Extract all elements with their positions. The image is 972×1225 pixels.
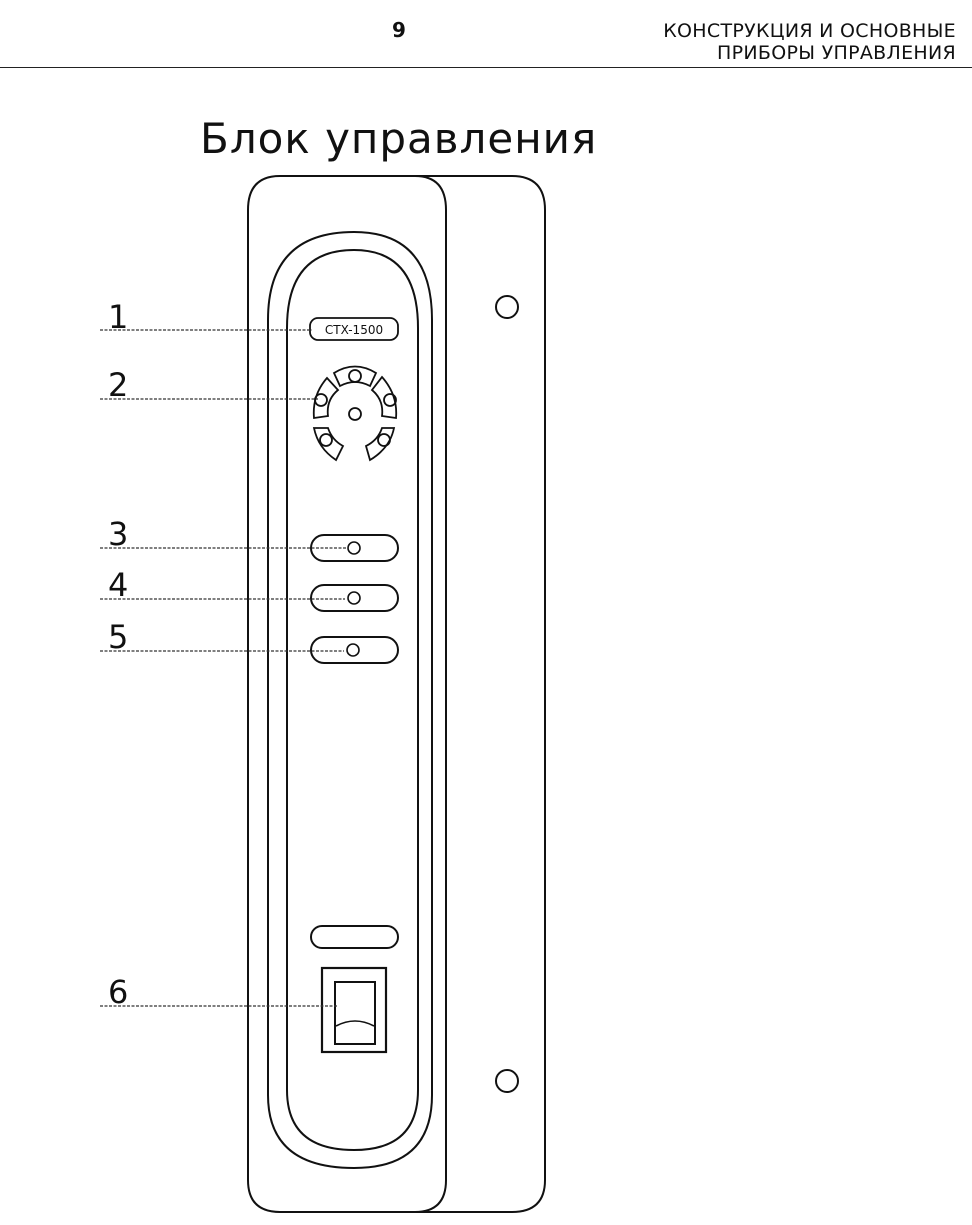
page-number: 9	[392, 18, 406, 42]
section-title: КОНСТРУКЦИЯ И ОСНОВНЫЕ ПРИБОРЫ УПРАВЛЕНИ…	[663, 20, 956, 64]
housing-front-face	[280, 175, 447, 1213]
callout-4: 4	[108, 566, 129, 604]
mounting-hole-bottom	[495, 1069, 519, 1093]
section-title-line-1: КОНСТРУКЦИЯ И ОСНОВНЫЕ	[663, 20, 956, 42]
housing-outline	[247, 175, 546, 1213]
header-rule	[0, 67, 972, 68]
front-panel-outer	[267, 230, 433, 1170]
indicator-4	[310, 584, 399, 612]
callout-1: 1	[108, 298, 129, 336]
page-title: Блок управления	[200, 114, 598, 163]
callout-6: 6	[108, 973, 129, 1011]
panel-slot	[310, 925, 399, 949]
callout-5: 5	[108, 618, 129, 656]
indicator-3	[310, 534, 399, 562]
model-label: CTX-1500	[325, 323, 383, 337]
power-switch-rocker	[334, 981, 376, 1045]
indicator-5	[310, 636, 399, 664]
front-panel-inner	[286, 248, 419, 1152]
section-title-line-2: ПРИБОРЫ УПРАВЛЕНИЯ	[717, 42, 956, 64]
rotary-selector	[312, 365, 398, 462]
mounting-hole-top	[495, 295, 519, 319]
callout-3: 3	[108, 515, 129, 553]
callout-2: 2	[108, 366, 129, 404]
power-switch-frame	[320, 966, 388, 1054]
model-plate	[309, 317, 399, 341]
